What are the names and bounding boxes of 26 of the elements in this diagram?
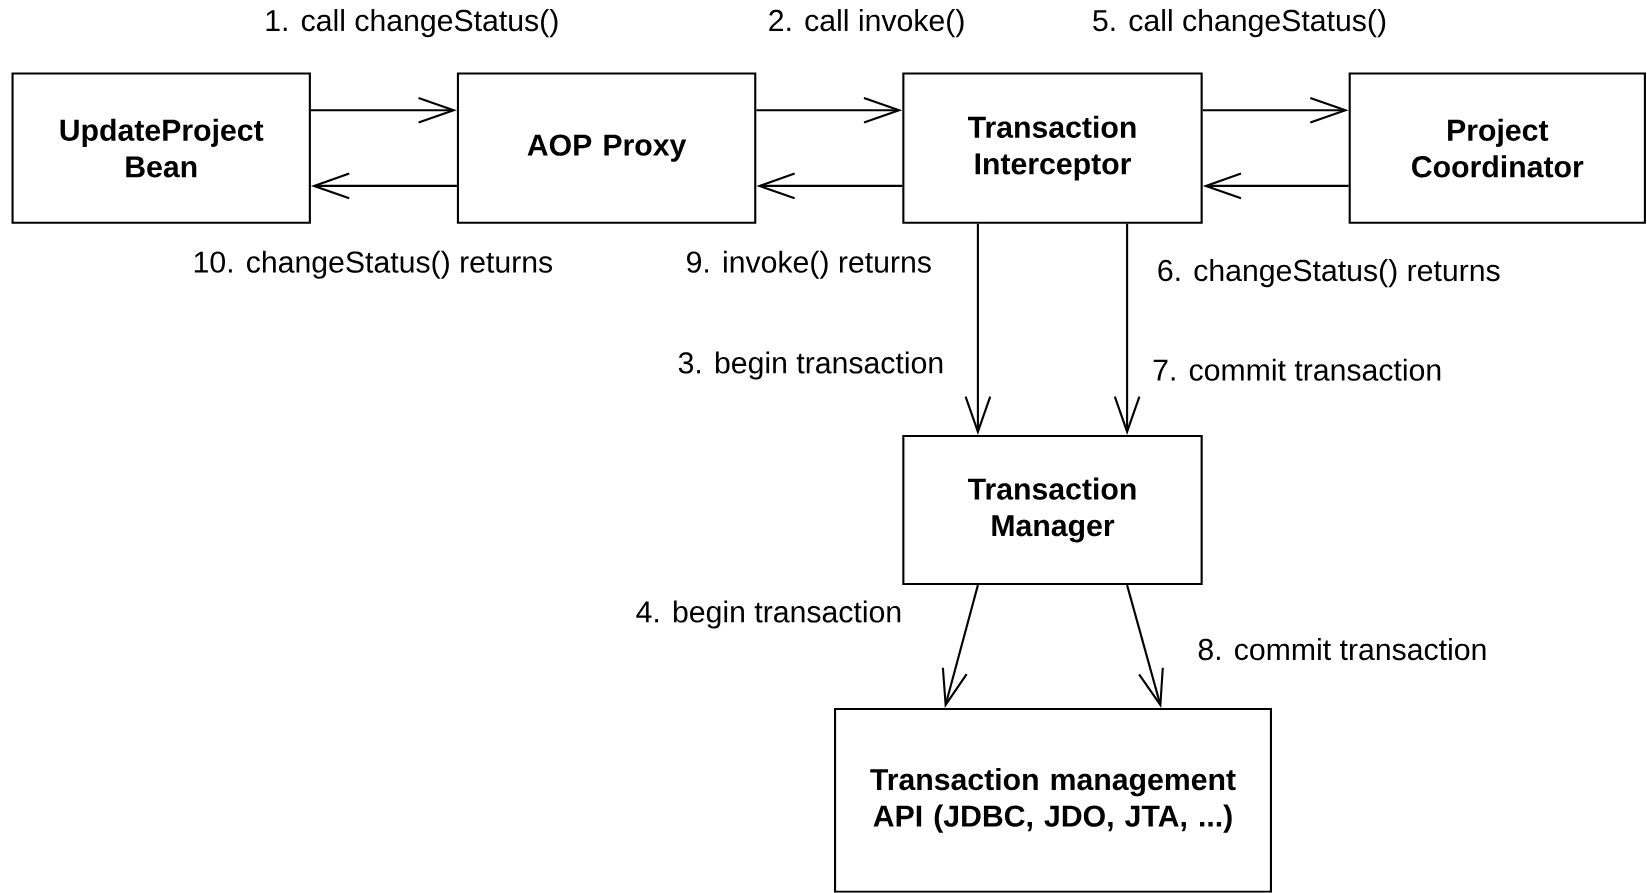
process-box: Transaction management API (JDBC, JDO, JTA, ...) [834,708,1272,893]
process-box: AOP Proxy [456,72,757,224]
edge-label: 2. call invoke() [764,5,969,41]
arrow [756,97,903,124]
process-box: Transaction Interceptor [902,72,1203,224]
arrow [1126,584,1164,709]
edge-label: 7. commit transaction [1148,355,1446,385]
process-box: Transaction Manager [902,435,1203,586]
edge-label: 4. begin transaction [632,597,906,633]
edge-label: 10. changeStatus() returns [189,247,557,283]
process-box: Project Coordinator [1348,72,1646,224]
arrow [310,97,457,124]
arrow [756,172,903,200]
arrow [1113,223,1141,435]
edge-label: 1. call changeStatus() [260,5,563,41]
arrow [941,584,979,709]
arrow [964,223,992,435]
arrow [310,172,457,200]
edge-label: 6. changeStatus() returns [1153,255,1505,291]
arrow [1202,97,1349,124]
arrow [1202,172,1349,200]
edge-label: 8. commit transaction [1193,634,1491,664]
edge-label: 5. call changeStatus() [1088,5,1391,41]
process-box: UpdateProject Bean [11,72,311,224]
edge-label: 9. invoke() returns [682,247,936,283]
edge-label: 3. begin transaction [674,348,948,384]
